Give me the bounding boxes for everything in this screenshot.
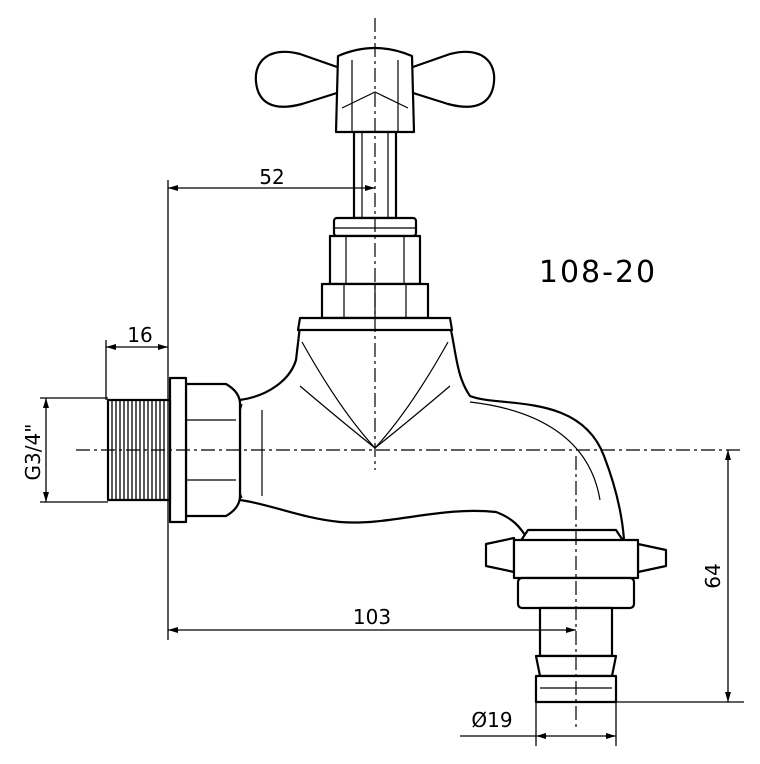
dim-16-label: 16	[127, 323, 152, 347]
body-shade-right	[374, 341, 449, 449]
outlet-wing-left	[484, 536, 516, 574]
dim-64-label: 64	[701, 563, 725, 588]
dimensions: 52 16 G3/4" 103 64 Ø19	[21, 165, 744, 746]
handle-hub-detail	[341, 91, 409, 109]
outlet-wing-right	[636, 542, 668, 574]
spout-inner-line	[469, 401, 601, 501]
handle-hub	[334, 46, 416, 134]
handle-left-lobe	[254, 50, 342, 108]
handle-right-lobe	[408, 50, 496, 108]
dim-52-label: 52	[259, 165, 284, 189]
center-lines	[76, 18, 740, 728]
model-code: 108-20	[539, 255, 657, 290]
tap-body	[235, 316, 626, 542]
body-outline	[238, 324, 626, 542]
dim-dia-label: Ø19	[471, 708, 512, 732]
dim-thread-label: G3/4"	[21, 424, 45, 481]
dim-103-label: 103	[353, 605, 391, 629]
tap-handle	[254, 46, 496, 134]
body-shade-left	[301, 341, 376, 449]
